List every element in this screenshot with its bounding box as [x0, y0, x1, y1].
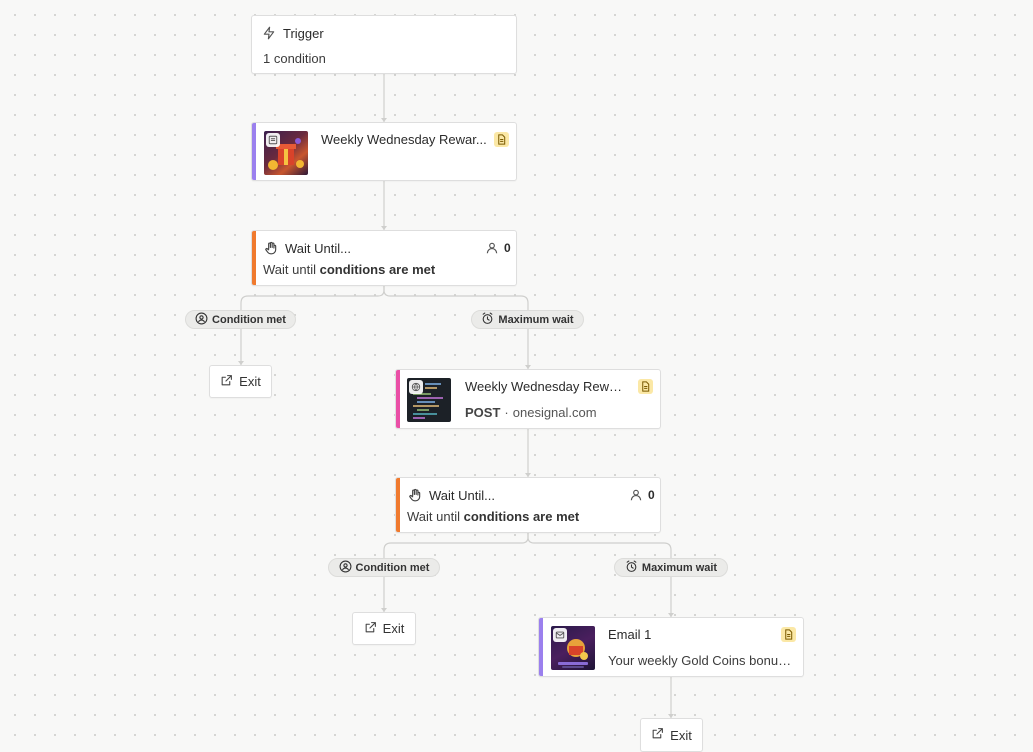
document-icon[interactable] [638, 379, 653, 394]
conditions-link[interactable]: conditions are met [463, 509, 580, 524]
webhook-thumbnail [407, 378, 451, 422]
person-check-icon [195, 312, 208, 328]
exit-icon [364, 621, 377, 637]
webhook-node[interactable]: Weekly Wednesday Rewar... POST · onesign… [395, 369, 661, 429]
document-icon[interactable] [494, 132, 509, 147]
branch-label-text: Condition met [355, 561, 430, 574]
webhook-host: onesignal.com [512, 405, 597, 420]
in-app-message-icon [266, 133, 280, 147]
trigger-node[interactable]: Trigger 1 condition [251, 15, 517, 74]
envelope-icon [553, 628, 567, 642]
in-app-message-thumbnail [264, 131, 308, 175]
wait-until-subtitle-1: Wait until conditions are met [263, 262, 436, 277]
audience-count: 0 [648, 488, 655, 502]
email-title: Email 1 [608, 627, 652, 642]
person-icon [484, 240, 500, 256]
wait-until-title-1: Wait Until... [285, 240, 351, 256]
wait-until-audience-count-2: 0 [628, 487, 655, 503]
exit-label: Exit [382, 621, 405, 636]
condition-met-branch-label[interactable]: Condition met [185, 310, 296, 329]
person-icon [628, 487, 644, 503]
webhook-method: POST [465, 405, 501, 420]
alarm-clock-icon [481, 312, 494, 328]
in-app-message-node[interactable]: Weekly Wednesday Rewar... [251, 122, 517, 181]
alarm-clock-icon [625, 560, 638, 576]
wait-subtitle-prefix: Wait until [263, 262, 316, 277]
wait-until-audience-count-1: 0 [484, 240, 511, 256]
exit-node-1[interactable]: Exit [209, 365, 272, 398]
in-app-message-title: Weekly Wednesday Rewar... [321, 132, 487, 147]
wait-until-node-1[interactable]: Wait Until... 0 Wait until conditions ar… [251, 230, 517, 286]
wait-until-node-2[interactable]: Wait Until... 0 Wait until conditions ar… [395, 477, 661, 533]
maximum-wait-branch-label[interactable]: Maximum wait [471, 310, 584, 329]
document-icon[interactable] [781, 627, 796, 642]
lightning-icon [261, 25, 277, 41]
exit-icon [651, 727, 664, 743]
trigger-subtitle: 1 condition [263, 51, 326, 66]
exit-label: Exit [239, 374, 261, 389]
email-thumbnail [551, 626, 595, 670]
exit-node-2[interactable]: Exit [352, 612, 416, 645]
webhook-title: Weekly Wednesday Rewar... [465, 379, 629, 394]
exit-icon [220, 374, 233, 390]
email-node[interactable]: Email 1 Your weekly Gold Coins bonus ... [538, 617, 804, 677]
email-subject: Your weekly Gold Coins bonus ... [608, 653, 796, 668]
branch-label-text: Condition met [212, 313, 286, 326]
audience-count: 0 [504, 241, 511, 255]
maximum-wait-branch-label[interactable]: Maximum wait [614, 558, 728, 577]
condition-met-branch-label[interactable]: Condition met [328, 558, 440, 577]
exit-node-3[interactable]: Exit [640, 718, 703, 752]
hand-icon [263, 240, 279, 256]
globe-icon [409, 380, 423, 394]
branch-label-text: Maximum wait [498, 313, 574, 326]
trigger-title: Trigger [283, 25, 324, 41]
wait-until-title-2: Wait Until... [429, 487, 495, 503]
hand-icon [407, 487, 423, 503]
conditions-link[interactable]: conditions are met [319, 262, 436, 277]
exit-label: Exit [670, 727, 692, 743]
wait-subtitle-prefix: Wait until [407, 509, 460, 524]
branch-label-text: Maximum wait [641, 561, 718, 574]
webhook-separator: · [504, 405, 509, 420]
wait-until-subtitle-2: Wait until conditions are met [407, 509, 580, 524]
person-check-icon [339, 560, 352, 576]
